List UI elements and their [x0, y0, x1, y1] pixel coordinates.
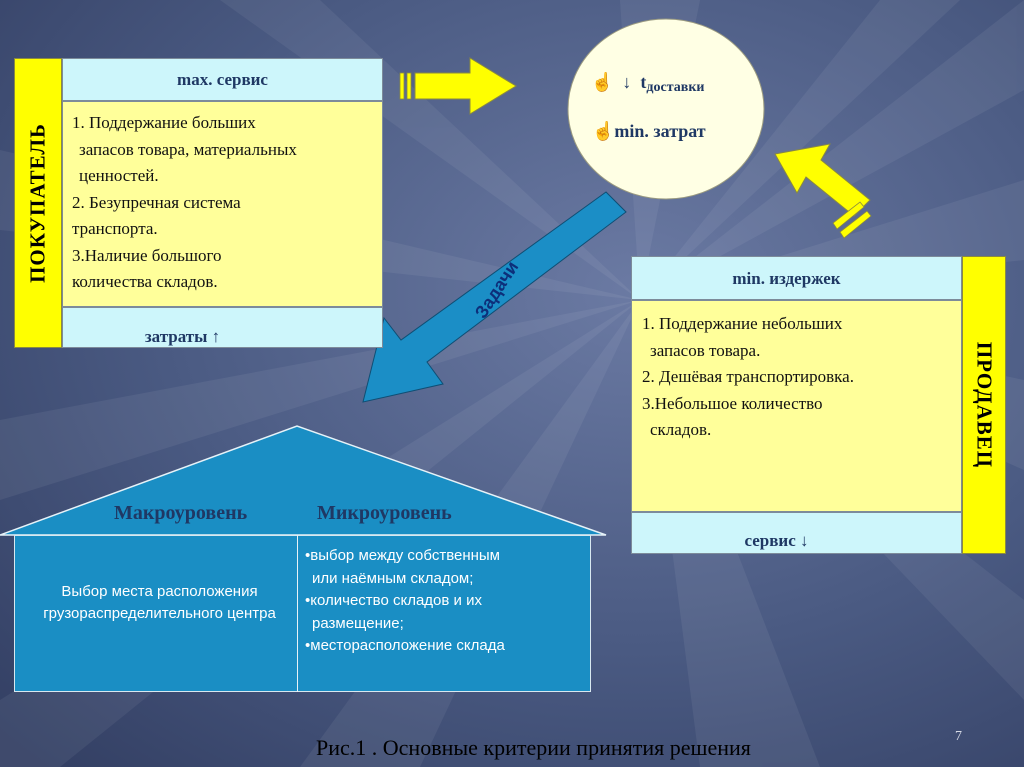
macro-level-text: Выбор места расположения грузораспредели… [43, 583, 276, 622]
micro-level-title: Микроуровень [317, 502, 452, 524]
right-yellow-arrow [399, 57, 517, 115]
goal-circle [567, 18, 765, 200]
page-number: 7 [955, 729, 962, 744]
buyer-item: запасов товара, материальных [79, 139, 297, 159]
seller-header-text: min. издержек [732, 269, 841, 288]
micro-item: размещение; [312, 614, 404, 632]
buyer-body: 1. Поддержание больших запасов товара, м… [62, 101, 383, 307]
macro-level-title: Макроуровень [114, 502, 248, 524]
buyer-header-text: max. сервис [177, 70, 268, 89]
micro-item: или наёмным складом; [312, 569, 474, 587]
buyer-item: 3.Наличие большого [72, 245, 222, 265]
buyer-item: 2. Безупречная система [72, 192, 241, 212]
seller-header: min. издержек [631, 256, 962, 300]
house-roof [0, 425, 607, 536]
buyer-item: транспорта. [72, 219, 158, 238]
buyer-side-strip: ПОКУПАТЕЛЬ [14, 58, 62, 348]
seller-item: 2. Дешёвая транспортировка. [642, 367, 854, 386]
pointing-hand-icon: ☝ [591, 72, 614, 92]
buyer-footer-text: затраты ↑ [144, 327, 221, 346]
seller-item: 3.Небольшое количество [642, 393, 823, 413]
seller-item: складов. [650, 420, 712, 439]
figure-caption: Рис.1 . Основные критерии принятия решен… [316, 735, 751, 760]
tasks-blue-arrow [362, 191, 627, 403]
buyer-header: max. сервис [62, 58, 383, 101]
micro-item: •выбор между собственным [305, 547, 500, 564]
seller-side-strip: ПРОДАВЕЦ [962, 256, 1006, 554]
micro-level-list: •выбор между собственным или наёмным скл… [305, 545, 505, 658]
micro-item: •количество складов и их [305, 592, 482, 609]
up-left-yellow-arrow [774, 143, 872, 239]
buyer-label: ПОКУПАТЕЛЬ [25, 123, 50, 283]
buyer-list: 1. Поддержание больших запасов товара, м… [72, 110, 297, 296]
buyer-item: количества складов. [72, 272, 218, 291]
buyer-footer: затраты ↑ [62, 307, 383, 348]
micro-item: •месторасположение склада [305, 637, 505, 654]
seller-body: 1. Поддержание небольших запасов товара.… [631, 300, 962, 512]
seller-footer: сервис ↓ [631, 512, 962, 554]
house-body [14, 535, 591, 692]
buyer-item: 1. Поддержание больших [72, 113, 256, 132]
pointing-hand-icon: ☝ [592, 121, 615, 141]
goal-line-2: ☝min. затрат [592, 121, 706, 141]
seller-list: 1. Поддержание небольших запасов товара.… [642, 311, 854, 444]
seller-footer-text: сервис ↓ [744, 531, 809, 550]
buyer-item: ценностей. [79, 166, 159, 185]
seller-item: запасов товара. [650, 340, 761, 360]
house-divider [297, 535, 298, 692]
seller-item: 1. Поддержание небольших [642, 314, 843, 333]
seller-label: ПРОДАВЕЦ [972, 341, 997, 469]
goal-line-1: ☝ ↓ tдоставки [591, 72, 705, 95]
